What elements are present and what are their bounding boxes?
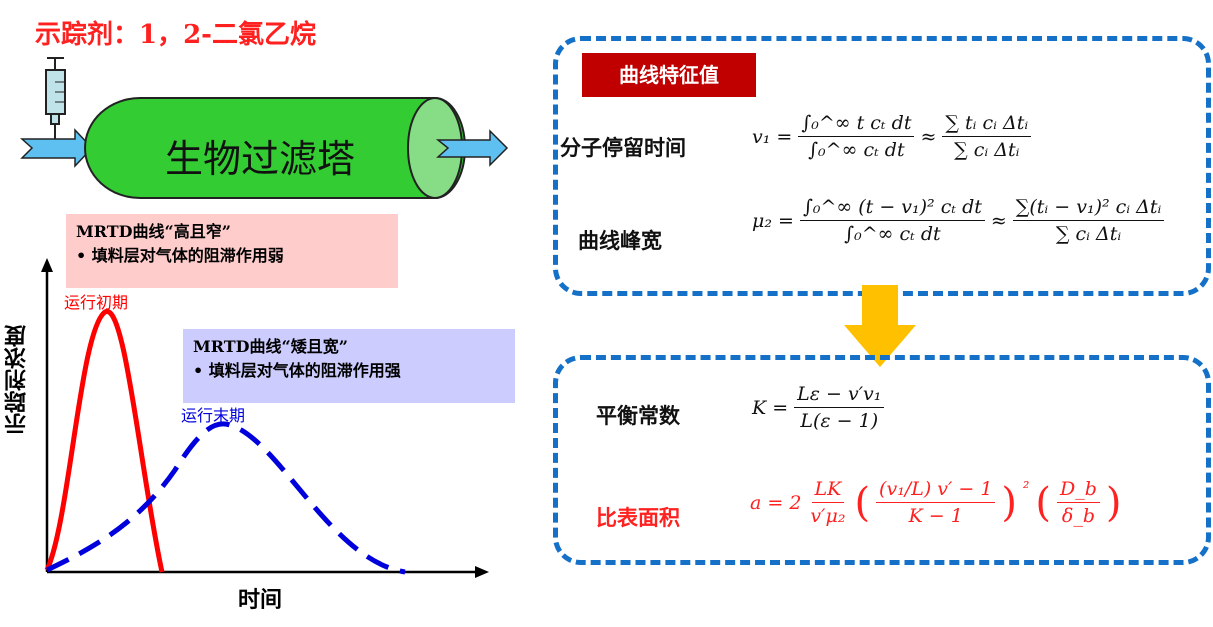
numerator: ∑(tᵢ − v₁)² cᵢ Δtᵢ (1012, 196, 1165, 221)
late-label: 运行末期 (181, 406, 246, 425)
denominator: ∑ cᵢ Δtᵢ (1055, 223, 1122, 245)
residence-label: 分子停留时间 (560, 136, 686, 160)
inlet-arrow-icon (20, 128, 94, 168)
note-wide-bullet: • 填料层对气体的阻滞作用强 (193, 361, 401, 380)
features-badge: 曲线特征值 (582, 53, 756, 97)
tower-label: 生物过滤塔 (165, 137, 356, 181)
numerator: (v₁/L) v′ − 1 (876, 478, 996, 503)
early-curve (44, 309, 165, 573)
numerator: ∫₀^∞ (t − v₁)² cₜ dt (799, 196, 985, 221)
approx: ≈ (990, 209, 1007, 232)
early-label: 运行初期 (64, 293, 129, 312)
outlet-arrow-icon (435, 129, 509, 167)
denominator: δ_b (1061, 505, 1095, 527)
exponent: ² (1023, 478, 1030, 497)
denominator: ∑ cᵢ Δtᵢ (954, 139, 1020, 161)
numerator: ∑ tᵢ cᵢ Δtᵢ (942, 112, 1032, 137)
diagram-graphics (20, 57, 509, 578)
width-label: 曲线峰宽 (578, 229, 662, 253)
formula-lhs: a = 2 (750, 491, 802, 514)
note-wide-title: MRTD曲线“矮且宽” (193, 337, 348, 356)
x-axis-arrow-icon (475, 566, 489, 578)
denominator: v′μ₂ (810, 505, 846, 527)
equilibrium-label: 平衡常数 (596, 404, 680, 428)
surface-label: 比表面积 (596, 506, 680, 530)
x-axis-label: 时间 (238, 588, 283, 613)
biofilter-tower (84, 97, 466, 199)
parameters-box (553, 355, 1211, 565)
mrtd-chart (41, 258, 489, 578)
formula-lhs: μ₂ = (752, 209, 794, 232)
denominator: ∫₀^∞ cₜ dt (844, 223, 941, 245)
denominator: K − 1 (908, 505, 963, 527)
formula-lhs: K = (752, 396, 789, 419)
denominator: ∫₀^∞ cₜ dt (808, 139, 905, 161)
numerator: LK (811, 478, 845, 503)
tracer-title: 示踪剂：1，2-二氯乙烷 (35, 20, 316, 50)
late-curve (45, 421, 406, 575)
formula-lhs: v₁ = (752, 125, 793, 148)
note-wide: MRTD曲线“矮且宽” • 填料层对气体的阻滞作用强 (183, 329, 515, 403)
syringe-icon (45, 57, 66, 140)
numerator: Lε − v′v₁ (794, 383, 885, 408)
residence-formula: v₁ = ∫₀^∞ t cₜ dt∫₀^∞ cₜ dt ≈ ∑ tᵢ cᵢ Δt… (752, 112, 1032, 161)
down-arrow-icon (844, 285, 916, 367)
note-narrow-title: MRTD曲线“高且窄” (76, 222, 231, 241)
width-formula: μ₂ = ∫₀^∞ (t − v₁)² cₜ dt∫₀^∞ cₜ dt ≈ ∑(… (752, 196, 1165, 245)
note-narrow-bullet: • 填料层对气体的阻滞作用弱 (76, 246, 284, 265)
approx: ≈ (920, 125, 937, 148)
numerator: ∫₀^∞ t cₜ dt (798, 112, 915, 137)
numerator: D_b (1057, 478, 1100, 503)
y-axis-arrow-icon (41, 258, 53, 272)
note-narrow: MRTD曲线“高且窄” • 填料层对气体的阻滞作用弱 (66, 214, 398, 288)
denominator: L(ε − 1) (800, 410, 879, 432)
y-axis-label: 示踪剂浓度 (5, 325, 30, 435)
